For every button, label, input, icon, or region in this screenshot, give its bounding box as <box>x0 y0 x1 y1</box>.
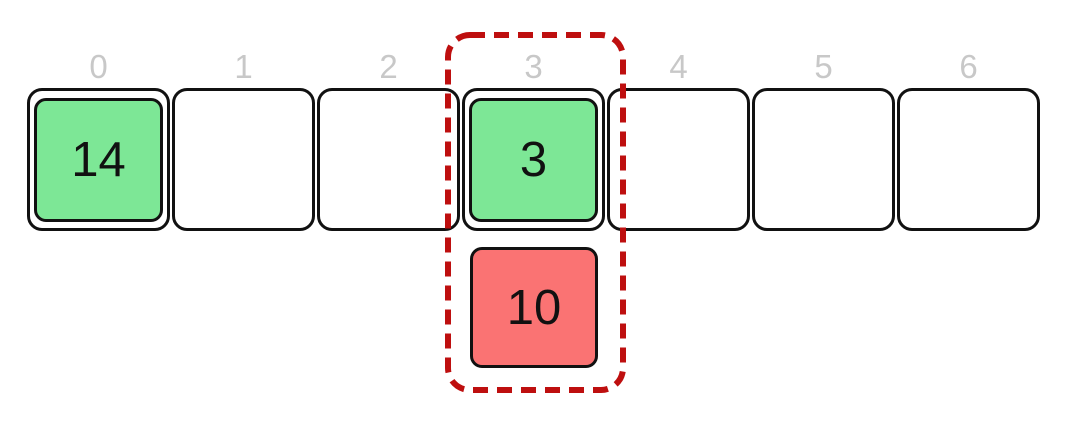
array-column-6: 6 <box>897 46 1040 231</box>
array-cell <box>317 88 460 231</box>
index-label: 0 <box>89 48 108 85</box>
array-cell: 14 <box>27 88 170 231</box>
array-column-3: 3 3 <box>462 46 605 231</box>
index-label: 5 <box>814 48 833 85</box>
pending-value-box: 10 <box>470 247 598 368</box>
index-label: 4 <box>669 48 688 85</box>
array-cell <box>897 88 1040 231</box>
array-column-2: 2 <box>317 46 460 231</box>
array-column-0: 0 14 <box>27 46 170 231</box>
index-label: 3 <box>524 48 543 85</box>
array-column-5: 5 <box>752 46 895 231</box>
array-column-1: 1 <box>172 46 315 231</box>
value-box: 14 <box>34 97 163 222</box>
index-label: 6 <box>959 48 978 85</box>
array-cell <box>172 88 315 231</box>
array-column-4: 4 <box>607 46 750 231</box>
index-label: 1 <box>234 48 253 85</box>
array-cell <box>752 88 895 231</box>
value-box: 3 <box>469 97 598 222</box>
array-cell: 3 <box>462 88 605 231</box>
array-cell <box>607 88 750 231</box>
array-row: 0 14 1 2 3 3 4 5 6 <box>27 46 1040 231</box>
index-label: 2 <box>379 48 398 85</box>
